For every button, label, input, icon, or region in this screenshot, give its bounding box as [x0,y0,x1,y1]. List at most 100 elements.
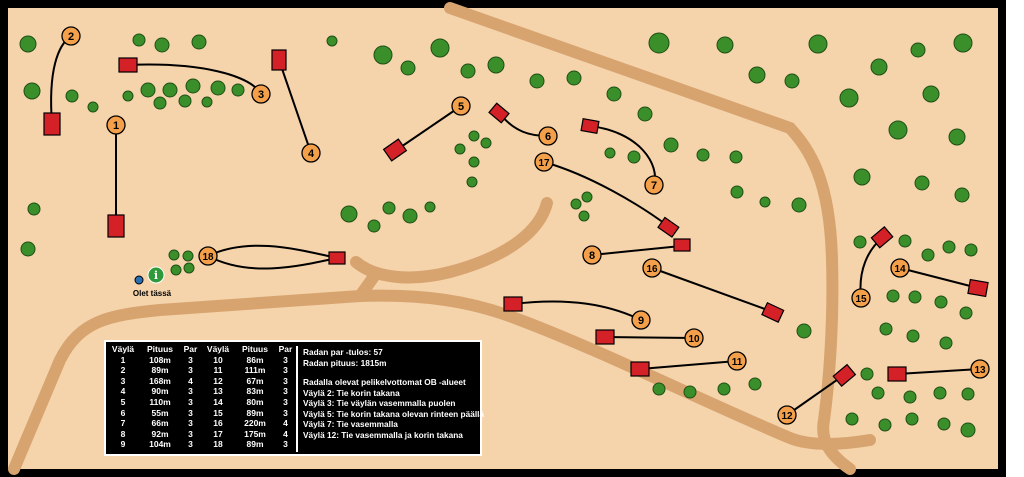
table-cell: 3 [188,365,193,376]
table-cell: 3 [283,439,288,450]
hole-number: 6 [545,131,551,143]
hole-number: 16 [646,264,658,275]
tee-circle [198,246,218,266]
course-length: Radan pituus: 1815m [303,357,387,368]
hole-number: 1 [113,120,119,132]
basket-10 [595,329,615,345]
basket-5 [382,138,408,162]
table-cell: 10 [213,354,223,365]
hole-number: 2 [68,31,74,43]
table-cell: 3 [283,375,288,386]
hole-number: 4 [308,148,315,160]
ob-title: Radalla olevat pelikelvottomat OB -aluee… [303,377,466,387]
table-cell: 2 [120,365,126,376]
table-cell: 89m [246,407,264,418]
table-cell: 3 [283,365,288,376]
trees [19,32,978,438]
tee-circle [534,152,554,172]
ob-item: Väylä 7: Tie vasemmalla [303,419,398,429]
table-cell: 175m [244,428,266,439]
table-cell: 3 [283,386,288,397]
table-cell: 80m [246,396,264,407]
table-cell: 3 [188,386,193,397]
table-cell: 3 [283,354,288,365]
you-are-here-marker: i [134,266,165,285]
tee-circle [890,258,910,278]
tee-circle [301,143,321,163]
table-cell: 3 [283,396,288,407]
table-cell: 6 [120,407,126,418]
tee-marker-18: 18 [198,246,218,266]
table-cell: 110m [149,396,171,407]
roads [8,2,876,475]
tee-marker-5: 5 [451,96,471,116]
hole-number: 14 [894,264,906,275]
table-cell: 89m [246,439,264,450]
header-hole-2: Väylä [206,344,230,354]
basket-11 [630,361,650,377]
tee-circle [451,96,471,116]
header-length-2: Pituus [242,344,268,354]
tee-marker-8: 8 [582,245,602,265]
table-cell: 3 [283,407,288,418]
table-cell: 67m [246,375,264,386]
table-cell: 16 [213,418,223,429]
ob-item: Väylä 3: Tie väylän vasemmalla puolen [303,398,456,408]
header-par: Par [183,344,198,354]
tee-marker-15: 15 [851,288,871,308]
table-cell: 55m [151,407,169,418]
tee-marker-3: 3 [251,84,271,104]
tee-circle [642,258,662,278]
table-cell: 104m [149,439,171,450]
tee-circle [644,175,664,195]
table-cell: 17 [213,428,223,439]
header-hole: Väylä [111,344,135,354]
table-cell: 18 [213,439,223,450]
table-cell: 3 [188,439,193,450]
table-cell: 3 [188,407,193,418]
baskets [43,49,989,387]
hole-number: 18 [202,252,214,263]
header-par-2: Par [278,344,293,354]
basket-8b [673,238,691,252]
tee-circle [582,245,602,265]
hole-number: 13 [974,365,986,376]
table-cell: 11 [213,365,223,376]
table-row: 6 55m 3 15 89m 3 [106,408,296,419]
tee-marker-9: 9 [631,310,651,330]
hole-number: 12 [781,411,793,422]
tee-marker-14: 14 [890,258,910,278]
table-cell: 12 [213,375,223,386]
table-cell: 168m [149,375,171,386]
table-cell: 3 [188,428,193,439]
ob-item: Väylä 12: Tie vasemmalla ja korin takana [303,429,463,440]
hole-number: 9 [638,315,644,327]
table-cell: 111m [244,365,266,376]
table-cell: 1 [120,354,126,365]
basket-14 [967,278,989,298]
basket-1 [107,214,125,238]
table-cell: 4 [283,418,288,429]
table-header-row: Väylä Pituus Par Väylä Pituus Par [106,344,296,355]
table-cell: 14 [213,396,223,407]
info-icon: i [154,269,158,282]
tee-marker-1: 1 [106,115,126,135]
hole-number: 17 [538,158,550,169]
basket-2 [43,112,61,136]
tee-marker-6: 6 [538,126,558,146]
tee-circle [61,26,81,46]
tee-marker-16: 16 [642,258,662,278]
table-cell: 15 [213,407,223,418]
table-cell: 86m [246,354,264,365]
hole-number: 8 [589,250,595,262]
tee-circle [538,126,558,146]
table-cell: 4 [283,428,288,439]
table-cell: 4 [188,375,193,386]
